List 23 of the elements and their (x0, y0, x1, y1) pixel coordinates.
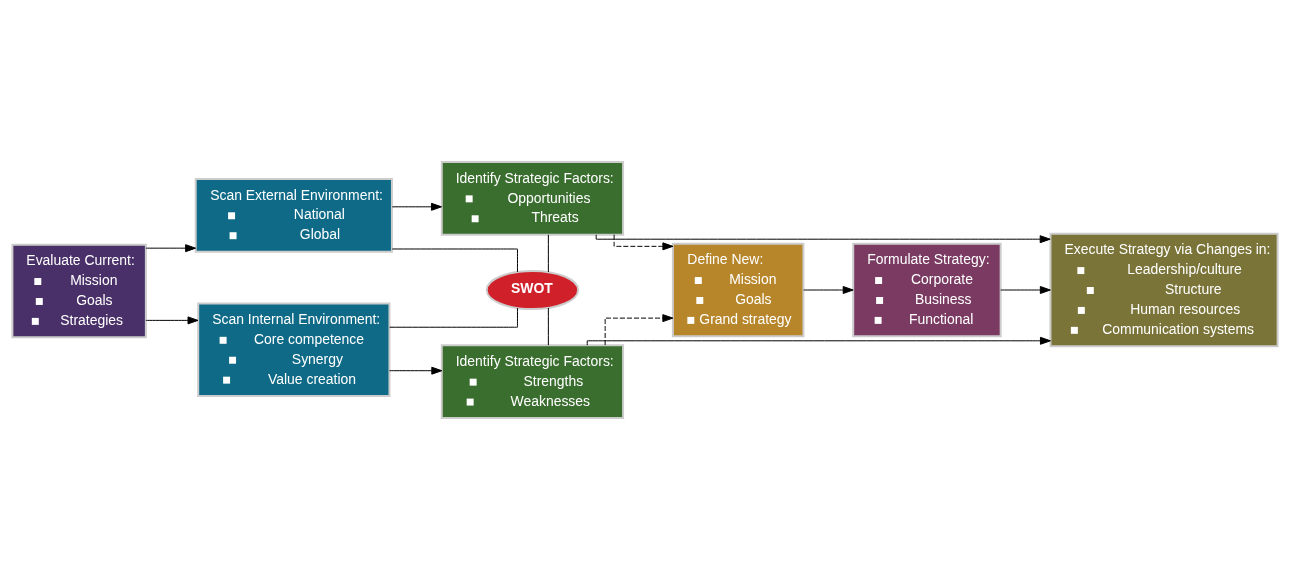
connector (547, 307, 549, 346)
connector (547, 234, 549, 273)
node-box: Identify Strategic Factors: Opportunities Threats (440, 161, 625, 236)
node-box: Formulate Strategy: Corporate Business Functional (852, 242, 1002, 338)
arrow (1000, 286, 1051, 294)
connector (391, 248, 518, 273)
node-box: Evaluate Current: Mission Goals Strategies (11, 243, 147, 339)
node-box: Execute Strategy via Changes in: Leadership/culture Structure Human resources Communication systems (1049, 232, 1279, 348)
arrow (803, 286, 854, 294)
arrow (389, 366, 443, 375)
arrow (586, 336, 1051, 346)
node-box: Identify Strategic Factors: Strengths Weaknesses (440, 344, 625, 419)
node-box: Define New: Mission Goals Grand strategy (671, 242, 805, 338)
node-box: Scan Internal Environment: Core competence Synergy Value creation (197, 302, 391, 398)
arrow (604, 314, 674, 346)
arrow (145, 244, 197, 253)
arrow (391, 202, 442, 211)
node-box: Scan External Environment: National Global (194, 177, 393, 253)
arrow (595, 234, 1051, 244)
connector (389, 307, 518, 328)
node-ellipse: SWOT (485, 269, 580, 311)
arrow (613, 234, 674, 251)
arrow (145, 316, 199, 325)
